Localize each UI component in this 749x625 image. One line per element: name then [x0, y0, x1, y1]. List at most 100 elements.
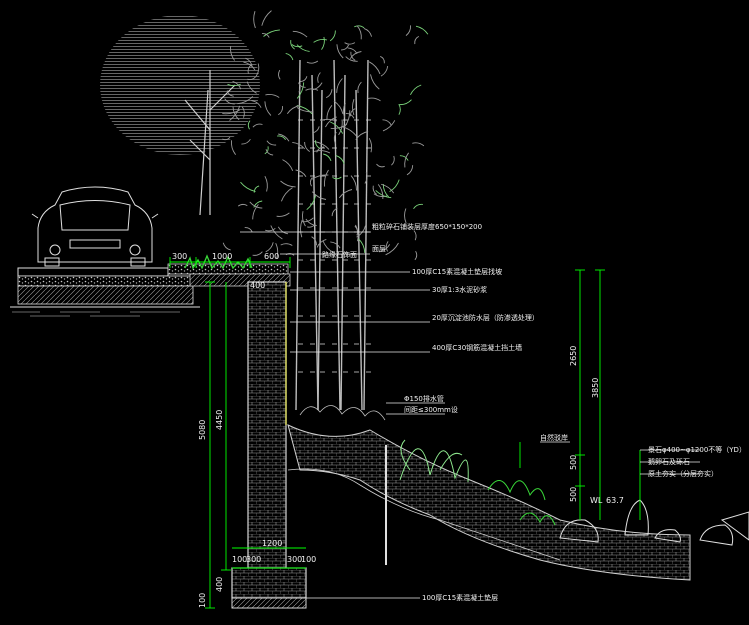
bamboo-leaf	[380, 55, 385, 64]
bamboo-leaf	[404, 208, 407, 224]
dim-bottom-left-a: 100	[232, 555, 247, 564]
bamboo-leaf	[278, 69, 281, 80]
bamboo-leaf	[355, 224, 359, 242]
bamboo-leaf	[291, 44, 303, 48]
bamboo-leaf	[354, 25, 365, 29]
bamboo-leaf	[329, 30, 336, 42]
bamboo-leaf	[252, 123, 263, 128]
retaining-wall	[231, 281, 307, 609]
bamboo-leaf	[226, 90, 234, 97]
bamboo-leaf	[252, 204, 259, 220]
bamboo-leaf	[311, 236, 317, 246]
callout-paving: 面层	[372, 245, 386, 253]
ground-shrubs	[299, 405, 386, 421]
water-level-value: 63.7	[606, 496, 624, 505]
bamboo-leaf	[413, 203, 423, 209]
bamboo-leaf	[298, 82, 306, 88]
bamboo-cluster	[222, 10, 429, 411]
bamboo-leaf	[296, 44, 310, 52]
bamboo-leaf	[368, 61, 381, 75]
bamboo-leaf	[241, 106, 245, 118]
callout-foundation: 100厚C15素混凝土垫层	[422, 593, 498, 602]
bamboo-leaf	[247, 64, 252, 74]
bamboo-leaf	[265, 242, 274, 253]
bamboo-leaf	[347, 47, 358, 54]
bamboo-leaf	[405, 25, 411, 36]
bamboo-leaf	[277, 135, 286, 141]
callout-membrane: 20厚沉淀池防水层（防渗透处理）	[432, 313, 539, 322]
bamboo-leaf	[276, 212, 290, 217]
bamboo-leaf	[335, 154, 345, 164]
water-level-label: WL	[590, 496, 603, 505]
bamboo-leaf	[370, 74, 380, 90]
bamboo-leaf	[300, 219, 303, 238]
road-pavement	[10, 267, 200, 317]
bamboo-leaf	[354, 225, 358, 236]
bamboo-leaf	[249, 201, 263, 209]
bamboo-leaf	[251, 100, 262, 108]
bamboo-leaf	[286, 105, 300, 115]
bamboo-leaf	[280, 187, 293, 202]
bamboo-leaf	[296, 107, 314, 113]
bamboo-stalk	[317, 89, 323, 411]
callout-stone-note1: 鹅卵石及砾石	[648, 457, 690, 466]
bamboo-leaf	[382, 120, 396, 132]
bamboo-stalk	[355, 89, 363, 411]
bamboo-leaf	[253, 11, 256, 29]
bamboo-stalk	[311, 74, 319, 411]
slope-embankment	[287, 424, 691, 581]
bamboo-leaf	[385, 241, 389, 252]
bamboo-leaf	[292, 141, 306, 150]
bamboo-leaf	[253, 185, 260, 193]
shrub-plants	[399, 439, 556, 526]
bamboo-leaf	[315, 140, 320, 149]
bamboo-leaf	[321, 36, 325, 50]
bamboo-leaf	[382, 119, 392, 126]
bamboo-leaf	[344, 42, 356, 45]
bamboo-leaf	[330, 241, 341, 249]
bamboo-leaf	[222, 109, 241, 115]
bamboo-stalk	[333, 59, 341, 411]
bamboo-leaf	[222, 136, 231, 141]
bamboo-leaf	[333, 100, 344, 115]
callout-wall-face: 400厚C30钢筋混凝土挡土墙	[432, 343, 522, 352]
callout-drain-spacing: 间距≤300mm设	[404, 405, 458, 414]
dim-top-1000: 1000	[212, 252, 232, 261]
bamboo-leaf	[264, 146, 269, 155]
dim-right-mid: 500	[569, 455, 578, 470]
bamboo-leaf	[324, 116, 337, 128]
bamboo-leaf	[224, 98, 235, 105]
bamboo-leaf	[338, 189, 353, 199]
bamboo-leaf	[331, 207, 338, 217]
bamboo-leaf	[282, 159, 294, 171]
bamboo-leaf	[306, 194, 317, 211]
bamboo-leaf	[278, 133, 290, 142]
bamboo-leaf	[398, 103, 401, 115]
bamboo-leaf	[309, 177, 313, 187]
bamboo-leaf	[372, 185, 377, 195]
bamboo-leaf	[399, 99, 412, 106]
bamboo-leaf	[325, 89, 333, 99]
bamboo-leaf	[304, 141, 310, 152]
callout-pond-edge: 自然驳岸	[540, 433, 568, 442]
bamboo-leaf	[285, 52, 294, 61]
bamboo-leaf	[364, 171, 368, 184]
bamboo-leaf	[316, 146, 325, 153]
bamboo-leaf	[399, 155, 409, 161]
bamboo-leaf	[264, 101, 272, 116]
bamboo-leaf	[415, 25, 429, 35]
bamboo-leaf	[253, 200, 263, 208]
bamboo-leaf	[232, 80, 242, 90]
bamboo-leaf	[300, 76, 308, 83]
bamboo-leaf	[323, 169, 329, 187]
bamboo-leaf	[349, 108, 356, 117]
dim-wall-height: 4450	[215, 410, 224, 430]
bamboo-leaf	[243, 61, 256, 71]
callout-top-note: 粗粒碎石铺装层厚度650*150*200	[372, 222, 482, 231]
callout-gravel: 30厚1:3水泥砂浆	[432, 285, 487, 294]
dim-right-low: 500	[569, 487, 578, 502]
bamboo-leaf	[326, 105, 333, 121]
dim-bottom-right-a: 300	[287, 555, 302, 564]
